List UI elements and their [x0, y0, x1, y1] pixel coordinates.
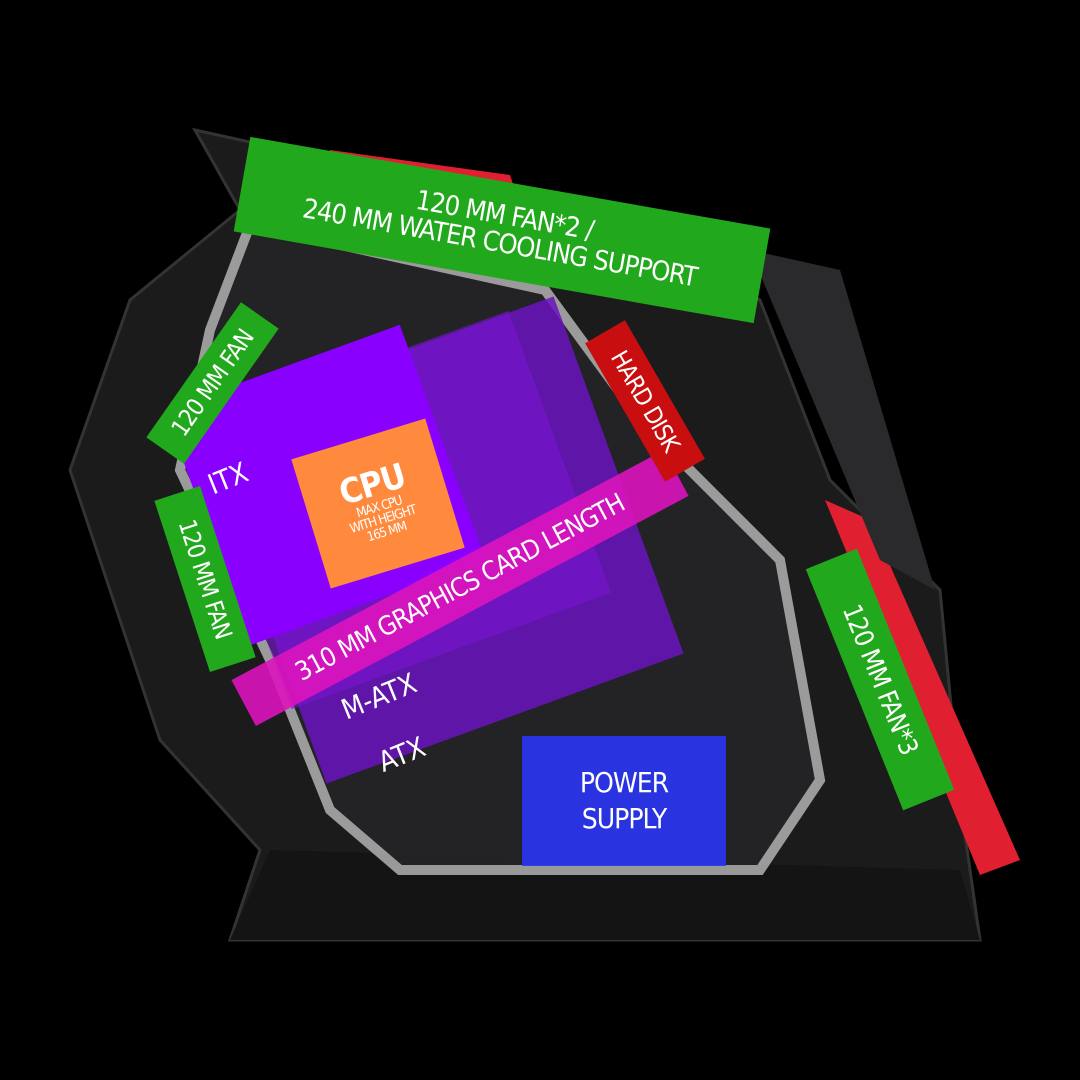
psu-line2: SUPPLY	[581, 802, 668, 835]
front-panel-dark	[750, 250, 935, 590]
power-supply-area: POWER SUPPLY	[522, 736, 726, 866]
psu-line1: POWER	[579, 765, 669, 799]
